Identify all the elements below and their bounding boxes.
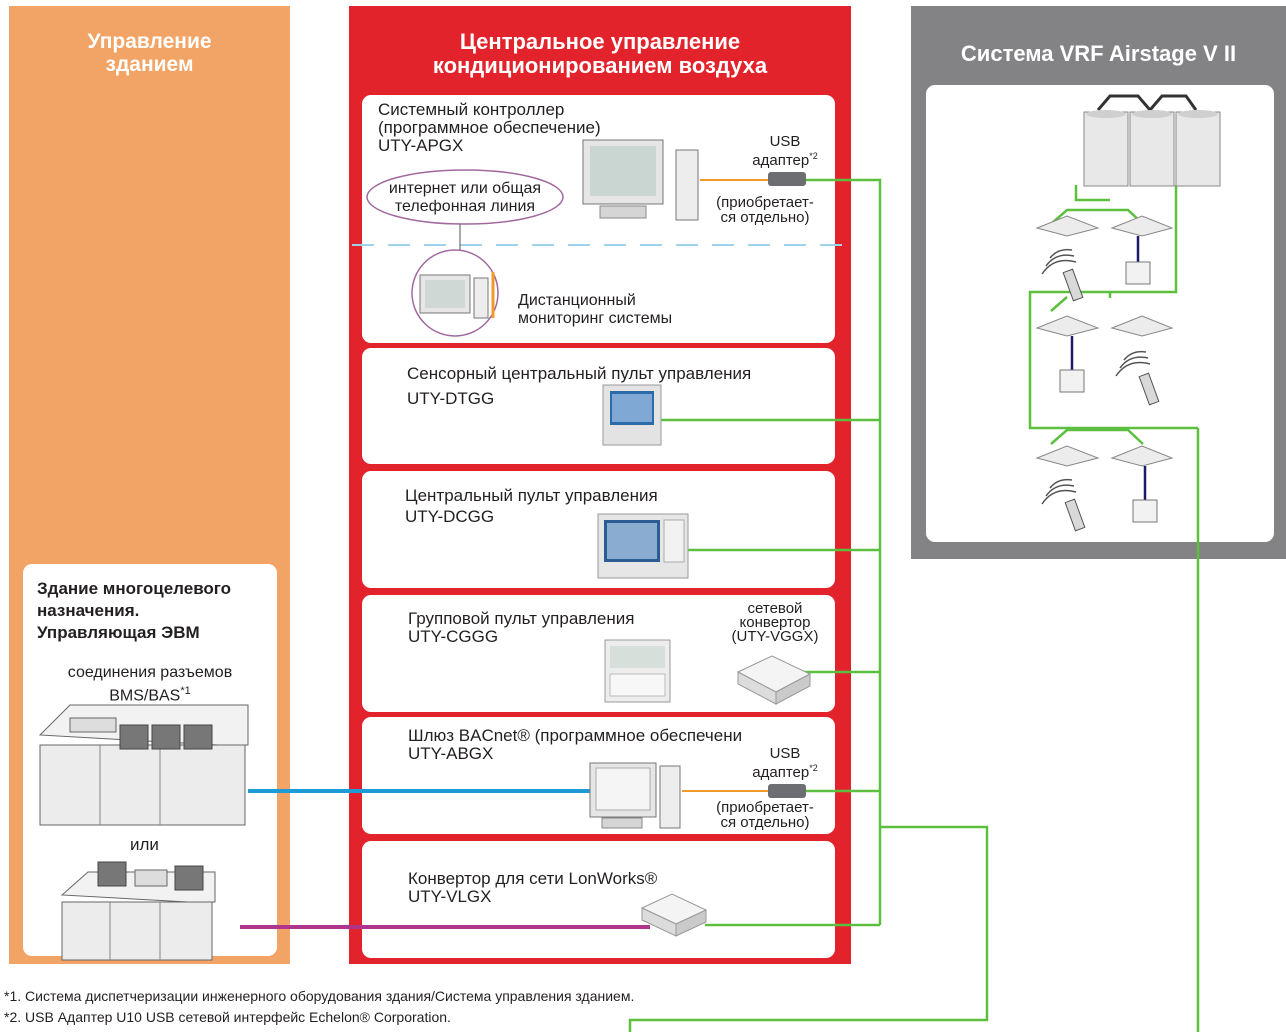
wall-controller-icon xyxy=(1059,236,1158,523)
bms-connection-label: соединения разъемов BMS/BAS*1 xyxy=(67,664,233,705)
remote-monitoring-label: Дистанционный мониторинг системы xyxy=(518,292,673,327)
central-panel-label: Центральный пульт управления xyxy=(405,486,658,505)
touch-panel-box xyxy=(362,348,835,464)
touch-panel-label: Сенсорный центральный пульт управления xyxy=(407,364,752,383)
pc-monitor-icon xyxy=(582,139,699,221)
sold-separately-note-1: (приобретает- ся отдельно) xyxy=(716,194,814,226)
lonworks-converter-label: Конвертор для сети LonWorks® UTY-VLGX xyxy=(408,869,658,906)
converter-box-icon xyxy=(736,655,812,705)
group-panel-icon xyxy=(604,639,671,703)
system-controller-label: Системный контроллер (программное обеспе… xyxy=(378,100,601,155)
vrf-column-title: Система VRF Airstage V II xyxy=(960,41,1237,66)
or-label: или xyxy=(130,835,159,854)
usb-adapter-label-2: USB адаптер*2 xyxy=(752,745,818,781)
network-converter-label: сетевой конвертор (UTY-VGGX) xyxy=(731,600,819,645)
central-column-title: Центральное управление кондиционирование… xyxy=(432,29,768,78)
cassette-unit-icon xyxy=(1035,215,1174,467)
internet-ellipse xyxy=(366,169,564,225)
building-computer-title: Здание многоцелевого назначения. Управля… xyxy=(37,579,232,642)
workstation-icon xyxy=(38,704,249,826)
green-bus-lines xyxy=(628,178,1200,1032)
bacnet-gateway-label: Шлюз BACnet® (программное обеспечени UTY… xyxy=(408,726,743,763)
group-panel-label: Групповой пульт управления UTY-CGGG xyxy=(408,609,635,646)
internet-label: интернет или общая телефонная линия xyxy=(388,180,542,215)
footnote-2: *2. USB Адаптер U10 USB сетевой интерфей… xyxy=(4,1009,451,1025)
lonworks-converter-icon xyxy=(640,893,708,937)
workstation-icon-2 xyxy=(60,861,216,961)
remote-pc-icon xyxy=(419,272,495,319)
remote-control-icon xyxy=(1041,248,1160,532)
usb-adapter-label-1: USB адаптер*2 xyxy=(752,133,818,169)
footnote-mark-1: *1 xyxy=(180,685,191,697)
footnote-1: *1. Система диспетчеризации инженерного … xyxy=(4,988,635,1004)
sold-separately-note-2: (приобретает- ся отдельно) xyxy=(716,799,814,831)
bacnet-pc-icon xyxy=(589,762,681,829)
touch-panel-model: UTY-DTGG xyxy=(407,389,495,408)
lonworks-box xyxy=(362,841,835,958)
outdoor-unit-icon xyxy=(1083,94,1221,187)
central-panel-model: UTY-DCGG xyxy=(405,507,495,526)
controller-panel-icon xyxy=(597,513,689,579)
usb-adapter-icon xyxy=(768,172,806,798)
building-column-title: Управление зданием xyxy=(87,30,212,76)
touch-panel-icon xyxy=(602,384,662,446)
